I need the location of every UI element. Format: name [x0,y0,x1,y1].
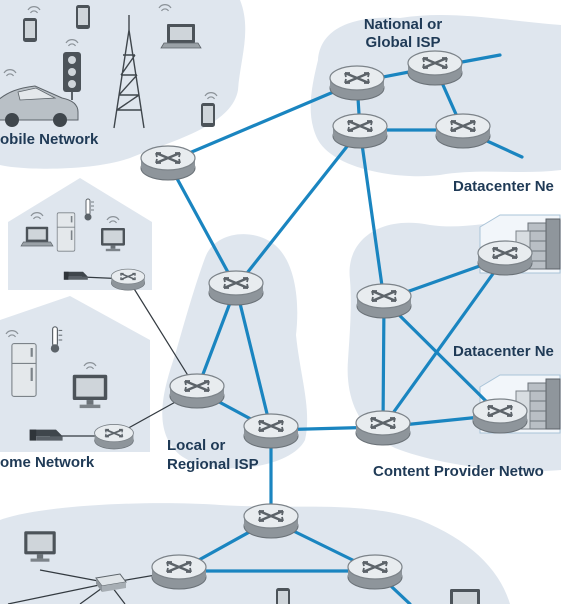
router-icon [328,64,386,102]
datacenter-label-1: Datacenter Ne [453,178,554,195]
router-icon [355,282,413,320]
router-icon [110,268,146,291]
router-icon [207,269,265,307]
phone-icon [76,5,90,29]
router-icon [471,397,529,435]
home-network-label: ome Network [0,454,95,471]
link [166,160,238,289]
home-network-house-1 [8,178,152,290]
router-icon [354,409,412,447]
datacenter-label-2: Datacenter Ne [453,343,554,360]
enterprise-devices [24,531,480,604]
home-network-house-2 [0,296,150,452]
link [234,285,273,432]
phone-icon [201,103,215,127]
router-icon [242,502,300,540]
local-regional-label: Local or [167,437,226,454]
global-isp-label: Global ISP [365,34,440,51]
link [234,128,362,289]
switch-icon [95,573,127,592]
mobile-network-label: obile Network [0,131,99,148]
mobile-devices [0,4,218,129]
fridge-icon [56,212,76,252]
car-icon [0,69,79,127]
traffic-light-icon [63,39,81,100]
content-provider-label: Content Provider Netwo [373,463,544,480]
router-icon [93,423,135,450]
cell-tower-icon [113,15,145,129]
router-icon [476,239,534,277]
fridge-icon [11,343,37,397]
desktop-icon [450,589,480,604]
router-icon [242,412,300,450]
link [166,80,359,164]
router-icon [434,112,492,150]
national-isp-label: National or [364,16,443,33]
link [381,298,386,429]
diagram-labels: National or Global ISP obile Network Dat… [0,16,554,480]
router-icon [139,144,197,182]
router-icon [331,112,389,150]
phone-icon [23,18,37,42]
router-icon [150,553,208,591]
router-icon [346,553,404,591]
router-icon [406,49,464,87]
router-icon [168,372,226,410]
laptop-icon [160,23,202,49]
link [381,255,507,429]
link [358,128,386,302]
phone-icon [276,588,290,604]
regional-isp-label: Regional ISP [167,456,259,473]
regional-isp-cloud [162,234,308,469]
link [382,298,502,417]
